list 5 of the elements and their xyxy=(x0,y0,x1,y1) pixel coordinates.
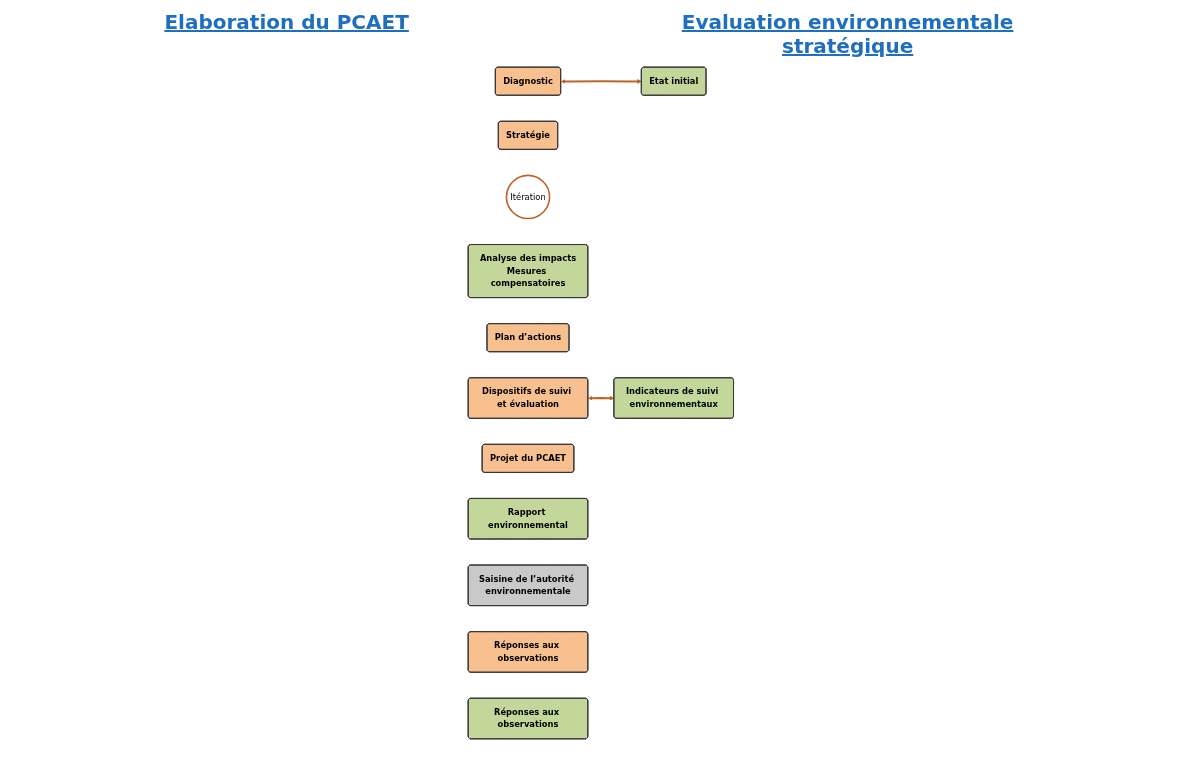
arrow xyxy=(588,395,615,401)
arrow xyxy=(561,79,642,84)
column-heading: Evaluation environnementale stratégique xyxy=(680,10,1015,58)
node-circle: Itération xyxy=(505,174,551,220)
column-heading: Elaboration du PCAET xyxy=(164,10,409,36)
